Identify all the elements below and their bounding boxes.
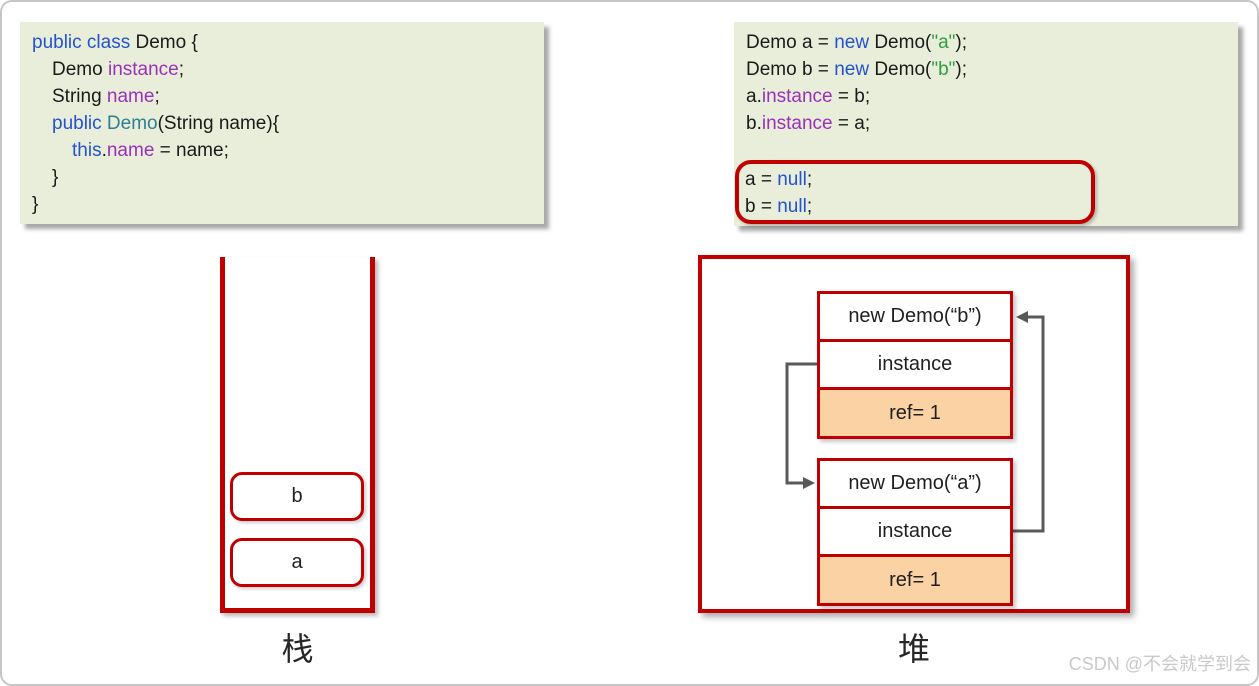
code-line: } — [20, 191, 544, 218]
csdn-watermark: CSDN @不会就学到会 — [1068, 654, 1251, 674]
code-line: a = null; — [739, 166, 1091, 193]
heap-object-a-refcount: ref= 1 — [820, 557, 1010, 603]
code-block-class-definition: public class Demo {Demo instance;String … — [20, 22, 544, 224]
code-token: b. — [746, 113, 762, 134]
heap-object-b: new Demo(“b”) instance ref= 1 — [817, 291, 1013, 439]
code-token: (String name){ — [157, 113, 280, 134]
stack-zone-label: 栈 — [281, 631, 314, 667]
code-token: null — [777, 196, 807, 217]
code-line: public class Demo { — [20, 29, 544, 56]
code-line: this.name = name; — [20, 137, 544, 164]
code-null-lines: a = null;b = null; — [739, 166, 1091, 220]
code-line: b.instance = a; — [734, 110, 1238, 137]
heap-object-a-title: new Demo(“a”) — [820, 461, 1010, 509]
arrow-b-instance-to-a — [785, 362, 817, 489]
code-token: = name; — [154, 140, 229, 161]
heap-diagram: new Demo(“b”) instance ref= 1 new Demo(“… — [698, 255, 1130, 613]
code-token: Demo( — [869, 59, 932, 80]
code-line: } — [20, 164, 544, 191]
code-token: ; — [806, 169, 813, 190]
code-token: a. — [746, 86, 762, 107]
code-token: ; — [154, 86, 160, 107]
code-line: public Demo(String name){ — [20, 110, 544, 137]
reference-arrows — [785, 311, 1045, 533]
code-token: . — [101, 140, 107, 161]
code-token: Demo — [106, 113, 158, 134]
code-token: name — [106, 140, 155, 161]
arrow-a-instance-to-b — [1013, 311, 1045, 533]
code-line: b = null; — [739, 193, 1091, 220]
heap-object-a: new Demo(“a”) instance ref= 1 — [817, 458, 1013, 606]
code-block-usage: Demo a = new Demo("a");Demo b = new Demo… — [734, 22, 1238, 226]
code-token: instance — [761, 86, 833, 107]
code-token: ); — [955, 32, 968, 53]
code-token: public — [52, 113, 107, 134]
code-usage-lines: Demo a = new Demo("a");Demo b = new Demo… — [734, 29, 1238, 137]
code-token: ); — [955, 59, 968, 80]
code-token: new — [834, 32, 870, 53]
code-line: Demo b = new Demo("b"); — [734, 56, 1238, 83]
stack-slot-b-label: b — [291, 485, 303, 507]
code-token: ; — [806, 196, 813, 217]
code-token: = a; — [832, 113, 871, 134]
code-token: = b; — [832, 86, 871, 107]
heap-object-b-refcount: ref= 1 — [820, 390, 1010, 436]
code-line: Demo instance; — [20, 56, 544, 83]
null-assignment-highlight-box: a = null;b = null; — [735, 160, 1095, 224]
code-token: Demo( — [869, 32, 932, 53]
heap-zone-label: 堆 — [897, 631, 930, 667]
heap-object-b-field-instance: instance — [820, 342, 1010, 390]
code-line: Demo a = new Demo("a"); — [734, 29, 1238, 56]
code-token: Demo { — [135, 32, 198, 53]
code-line: String name; — [20, 83, 544, 110]
code-token: name — [106, 86, 155, 107]
code-token: a = — [745, 169, 778, 190]
code-token: ; — [178, 59, 185, 80]
code-token: } — [32, 194, 39, 215]
code-token: instance — [107, 59, 179, 80]
code-token: "b" — [931, 59, 956, 80]
code-token: null — [777, 169, 807, 190]
heap-object-a-field-instance: instance — [820, 509, 1010, 557]
heap-object-b-title: new Demo(“b”) — [820, 294, 1010, 342]
code-token: Demo a = — [746, 32, 835, 53]
code-token: this — [72, 140, 102, 161]
stack-diagram: b a — [220, 257, 375, 613]
code-token: public class — [32, 32, 136, 53]
code-token: instance — [761, 113, 833, 134]
code-token: new — [834, 59, 870, 80]
code-token: "a" — [931, 32, 956, 53]
stack-slot-a-label: a — [291, 551, 303, 573]
code-token: b = — [745, 196, 778, 217]
stack-slot-a: a — [230, 538, 364, 587]
stack-slot-b: b — [230, 472, 364, 521]
code-token: } — [52, 167, 59, 188]
code-token: Demo b = — [746, 59, 835, 80]
code-line: a.instance = b; — [734, 83, 1238, 110]
code-token: String — [52, 86, 107, 107]
code-token: Demo — [52, 59, 108, 80]
